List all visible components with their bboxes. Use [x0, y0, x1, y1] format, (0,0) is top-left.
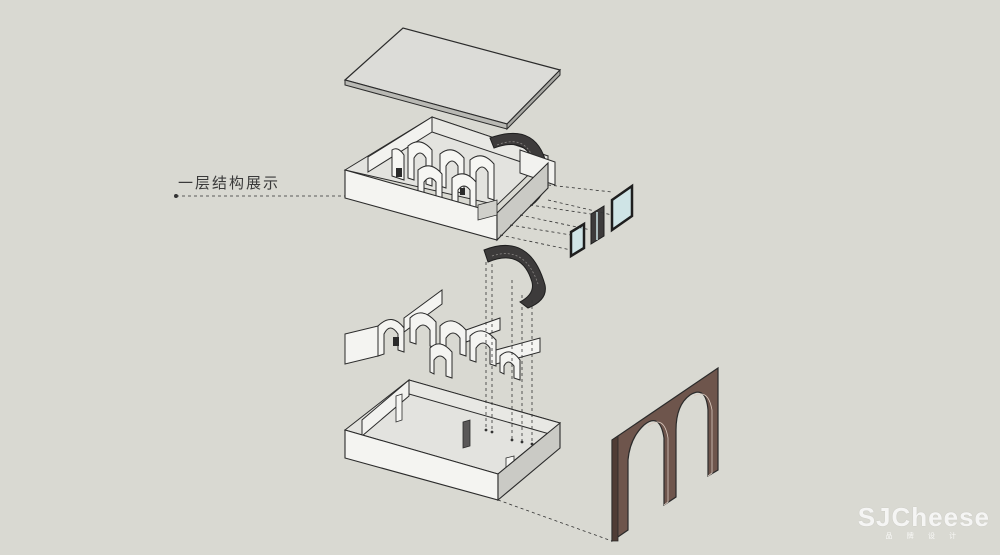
projection-endpoints: [484, 428, 534, 446]
projection-lines: [176, 184, 613, 542]
partition-window: [393, 337, 399, 346]
window-panels: [569, 183, 634, 259]
watermark: SJCheese 品 牌 设 计: [858, 502, 990, 541]
partition-walls: [344, 289, 541, 381]
callout-dot: [174, 194, 178, 198]
watermark-subtitle: 品 牌 设 计: [885, 532, 963, 540]
partition-window: [460, 188, 465, 195]
arched-facade-wall: [611, 366, 719, 543]
first-floor-assembly: [343, 116, 556, 242]
watermark-brand: SJCheese: [857, 502, 990, 532]
ground-floor-shell: [343, 378, 562, 502]
partition-window: [396, 168, 402, 177]
roof-slab: [343, 27, 562, 131]
spiral-staircase-lower: [483, 245, 546, 309]
callout-label: 一层结构展示: [178, 174, 281, 192]
